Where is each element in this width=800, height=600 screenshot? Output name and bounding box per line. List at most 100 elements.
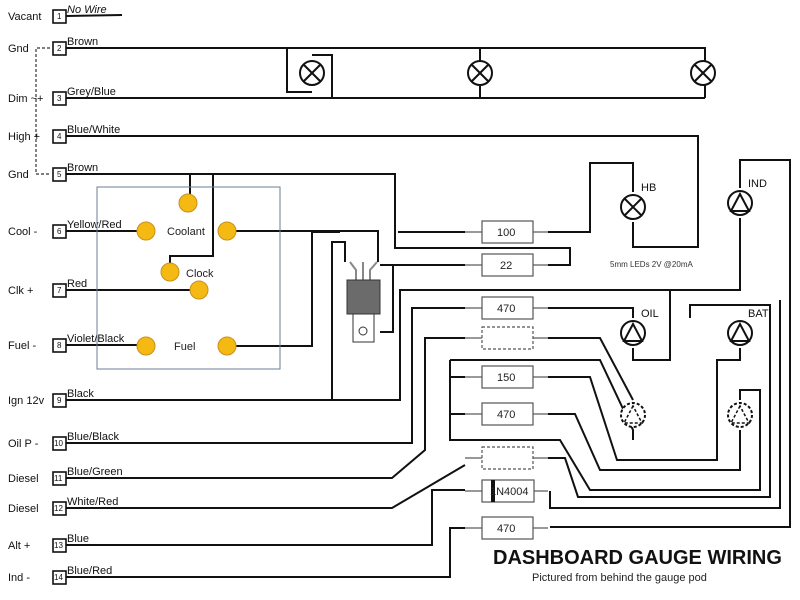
pin-box (52, 41, 67, 56)
pin-box (52, 393, 67, 408)
pin-3: 3 Dim ~+ Grey/Blue (8, 86, 116, 106)
wire-color-label: Blue/White (67, 124, 120, 136)
wire-color-label: Violet/Black (67, 333, 125, 345)
gauge-cluster-outline (96, 186, 281, 370)
dash-lamp-2 (467, 60, 493, 86)
wire-color-label: Grey/Blue (67, 86, 116, 98)
wire-color-label: Blue/Red (67, 565, 112, 577)
pin-box (52, 9, 67, 24)
resistor-value: 1N4004 (490, 486, 529, 498)
wire-pin5 (66, 173, 571, 266)
resistor: 470 (465, 296, 548, 320)
wire-hb (548, 162, 634, 233)
wire-pin11 (66, 337, 465, 479)
pin-number: 1 (57, 12, 62, 21)
pin-11: 11 Diesel Blue/Green (8, 466, 123, 486)
pin-function-label: Gnd (8, 169, 29, 181)
wire-color-label: Blue/Green (67, 466, 123, 478)
wire-gnd-clock (169, 174, 214, 266)
pin-number: 13 (54, 541, 63, 550)
wire-reg-out (380, 266, 394, 333)
pin-function-label: Oil P - (8, 438, 39, 450)
resistor: 22 (465, 253, 548, 277)
lamp-label: HB (641, 182, 656, 194)
wire-color-label: Black (67, 388, 94, 400)
resistor-value: 150 (497, 372, 515, 384)
wire-color-label: Blue (67, 533, 89, 545)
pin-function-label: Diesel (8, 473, 39, 485)
wire-color-label: Red (67, 278, 87, 290)
resistor: 150 (465, 365, 548, 389)
ground-link-dashed (35, 47, 50, 175)
pin-number: 8 (57, 341, 62, 350)
pin-box (52, 129, 67, 144)
diagram-title: DASHBOARD GAUGE WIRING (493, 547, 782, 569)
terminal-coolant-in (136, 221, 156, 241)
pin-10: 10 Oil P - Blue/Black (8, 431, 119, 451)
pin-box (52, 338, 67, 353)
lamp-label: OIL (641, 308, 659, 320)
lamps: HB IND OIL BAT (299, 60, 769, 428)
pin-function-label: Alt + (8, 540, 30, 552)
pin-box (52, 570, 67, 585)
dash-lamp-1 (299, 60, 325, 86)
wire-pin10 (66, 307, 465, 444)
pin-function-label: Dim ~+ (8, 93, 43, 105)
wire-lamp1-a (286, 48, 312, 93)
pin-number: 10 (54, 439, 63, 448)
ind-led: IND (727, 178, 767, 216)
wire-dash-oil (548, 337, 634, 401)
pin-function-label: Fuel - (8, 340, 36, 352)
wire-color-label: Brown (67, 36, 98, 48)
pin-number: 14 (54, 573, 63, 582)
pin-box (52, 436, 67, 451)
resistor: 100 (465, 220, 548, 244)
pin-function-label: Vacant (8, 11, 41, 23)
wire-bus-150 (449, 360, 761, 491)
pin-13: 13 Alt + Blue (8, 533, 89, 553)
pin-box (52, 283, 67, 298)
resistor-value: 470 (497, 303, 515, 315)
pin-14: 14 Ind - Blue/Red (8, 565, 112, 585)
pin-box (52, 501, 67, 516)
wire-color-label: Yellow/Red (67, 219, 122, 231)
diode-band (491, 480, 495, 502)
resistor: 470 (465, 402, 548, 426)
resistor-placeholder (465, 446, 548, 470)
resistor: 470 (465, 516, 548, 540)
wire-color-label: Blue/Black (67, 431, 119, 443)
pin-8: 8 Fuel - Violet/Black (8, 333, 125, 353)
wire-ind (550, 159, 791, 528)
bat-led: BAT (727, 308, 769, 346)
pin-number: 4 (57, 132, 62, 141)
pin-number: 11 (54, 474, 63, 483)
resistor-placeholder (465, 326, 548, 350)
pin-box (52, 471, 67, 486)
resistor-value: 470 (497, 409, 515, 421)
pin-function-label: Cool - (8, 226, 38, 238)
pin-box (52, 538, 67, 553)
pin-function-label: Clk + (8, 285, 33, 297)
gauge-label-fuel: Fuel (174, 341, 195, 353)
gauge-terminals (136, 193, 237, 356)
pin-function-label: Ind - (8, 572, 30, 584)
wire-pin4 (66, 135, 699, 248)
pin-function-label: Diesel (8, 503, 39, 515)
pin-number: 9 (57, 396, 62, 405)
pin-box (52, 224, 67, 239)
resistor-value: 100 (497, 227, 515, 239)
pin-box (52, 167, 67, 182)
terminal-coolant-out (217, 221, 237, 241)
oil-led: OIL (620, 308, 659, 346)
wire-pin14 (66, 527, 465, 578)
wire-dash-oil2 (450, 359, 634, 440)
pin-number: 5 (57, 170, 62, 179)
pin-number: 3 (57, 94, 62, 103)
wire-pin2 (66, 47, 706, 98)
